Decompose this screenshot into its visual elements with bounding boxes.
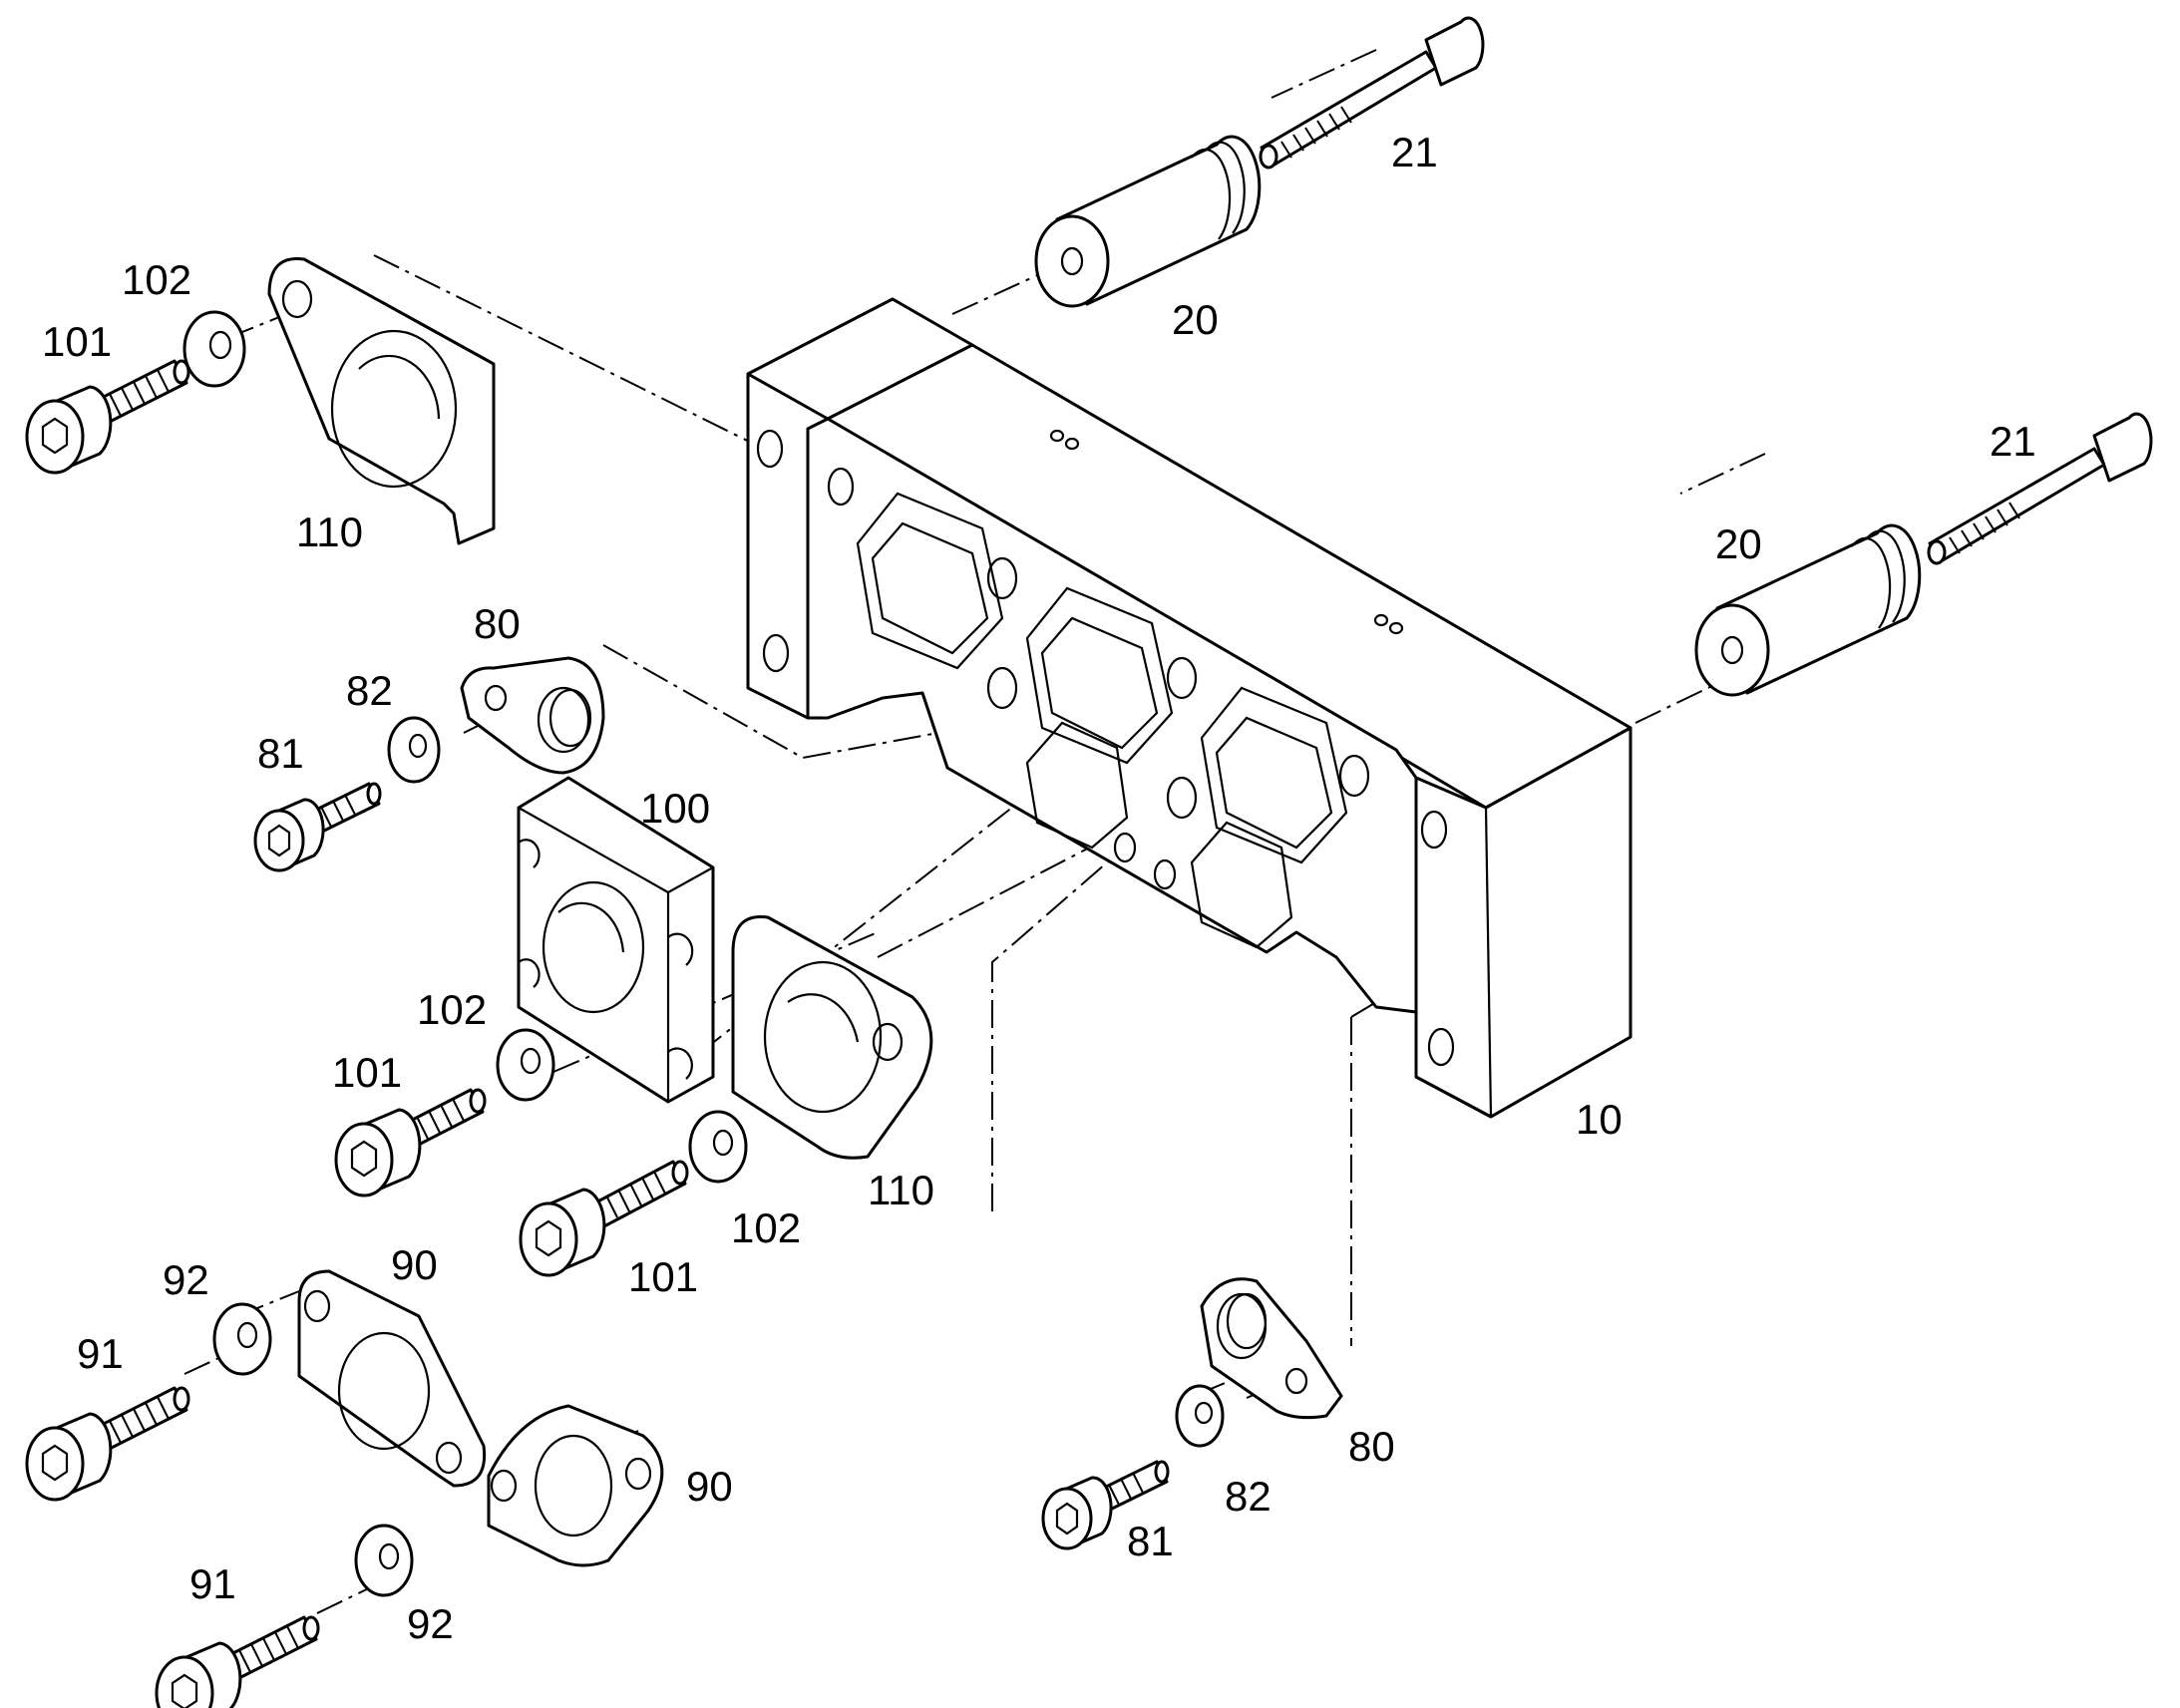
callout-90-lower: 90	[686, 1463, 733, 1510]
callout-81-lower: 81	[1127, 1518, 1174, 1564]
screw-part-91-lower	[155, 1615, 320, 1708]
callouts: 21 20 21 20 102 101 110 80 82 81 100 102…	[42, 129, 2036, 1647]
callout-110-lower: 110	[868, 1167, 934, 1213]
callout-80-upper: 80	[474, 600, 521, 647]
washer-part-102-middle	[496, 1028, 555, 1102]
callout-91-upper: 91	[77, 1330, 124, 1377]
callout-102-lower: 102	[731, 1204, 801, 1251]
callout-92-lower: 92	[407, 1600, 454, 1647]
screw-part-101-upper	[25, 359, 190, 475]
callout-82-lower: 82	[1225, 1473, 1272, 1520]
long-bolt-part-21-right	[1927, 412, 2153, 565]
washer-part-82-lower	[1175, 1384, 1225, 1448]
washer-part-82-upper	[387, 716, 441, 784]
callout-91-lower: 91	[189, 1560, 236, 1607]
cylinder-part-20-right	[1694, 523, 1922, 697]
cylinder-part-20-upper	[1034, 135, 1262, 308]
callout-81-upper: 81	[257, 730, 304, 777]
callout-20-right: 20	[1715, 520, 1762, 567]
flange-part-110-lower	[731, 914, 933, 1160]
callout-80-lower: 80	[1348, 1423, 1395, 1470]
callout-21-right: 21	[1990, 418, 2036, 465]
callout-102-upper: 102	[122, 256, 191, 303]
callout-101-upper: 101	[42, 318, 112, 365]
callout-90-upper: 90	[391, 1241, 438, 1288]
callout-100: 100	[640, 785, 710, 832]
flange-part-110-upper	[267, 256, 496, 545]
callout-102-middle: 102	[417, 986, 487, 1033]
manifold-block-part-10	[746, 297, 1633, 1119]
washer-part-102-lower	[688, 1110, 748, 1184]
callout-110-upper: 110	[296, 509, 363, 555]
spacer-plate-part-100	[517, 776, 715, 1104]
washer-part-102-upper	[182, 310, 246, 388]
callout-101-middle: 101	[332, 1049, 402, 1096]
callout-92-upper: 92	[163, 1256, 209, 1303]
flange-part-90-lower	[487, 1404, 664, 1567]
washer-part-92-lower	[354, 1524, 414, 1597]
screw-part-81-lower	[1041, 1460, 1170, 1550]
screw-part-101-middle	[334, 1088, 487, 1197]
callout-82-upper: 82	[346, 667, 393, 714]
washer-part-92-upper	[212, 1302, 272, 1376]
callout-21-upper: 21	[1391, 129, 1438, 175]
long-bolt-part-21-upper	[1259, 16, 1485, 170]
callout-20-upper: 20	[1172, 296, 1219, 343]
flange-part-90-upper	[297, 1269, 487, 1488]
screw-part-91-upper	[25, 1386, 190, 1502]
callout-10: 10	[1576, 1096, 1623, 1143]
callout-101-lower: 101	[628, 1253, 698, 1300]
small-flange-part-80-lower	[1200, 1277, 1343, 1420]
small-flange-part-80-upper	[460, 656, 605, 775]
screw-part-81-upper	[253, 782, 382, 872]
screw-part-101-lower	[519, 1160, 689, 1277]
